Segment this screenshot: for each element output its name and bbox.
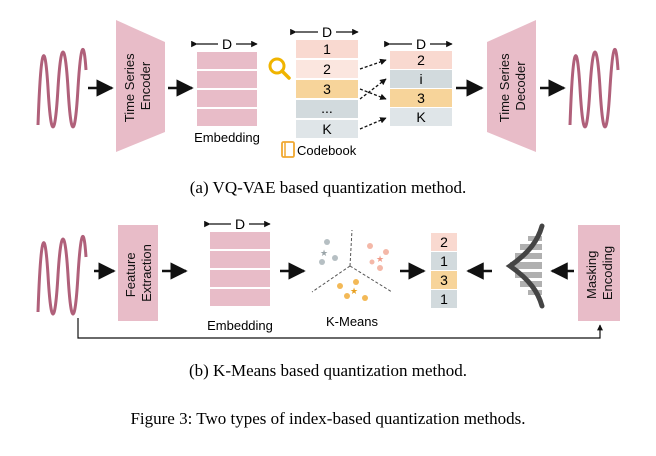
panel-a: Time Series Encoder D Embedding D — [36, 20, 620, 197]
quantized-row: K — [416, 109, 426, 125]
index-table: 2 1 3 1 — [431, 233, 457, 308]
input-waveform — [36, 235, 88, 316]
codebook-lookup-arrows — [359, 58, 387, 130]
codebook-icon — [281, 141, 295, 158]
feedback-arrow — [77, 318, 603, 339]
embedding-dimension-marker: D — [191, 36, 258, 52]
quantized-row: 3 — [417, 90, 425, 106]
decoder-label: Time Series Decoder — [497, 50, 528, 123]
masking-encoding-block — [578, 225, 620, 321]
svg-text:D: D — [235, 216, 245, 232]
quantized-row: i — [419, 71, 422, 87]
masking-encoding-label: Masking Encoding — [584, 246, 615, 300]
svg-text:D: D — [416, 36, 426, 52]
output-waveform — [568, 48, 620, 129]
svg-text:★: ★ — [350, 286, 358, 296]
kmeans-label: K-Means — [326, 314, 379, 329]
codebook-row: 3 — [323, 81, 331, 97]
svg-text:D: D — [222, 36, 232, 52]
embedding-label: Embedding — [207, 318, 273, 333]
gaussian-bins-icon — [505, 223, 545, 309]
index-row: 1 — [440, 253, 448, 269]
panel-b: Feature Extraction D Embedding — [36, 216, 620, 380]
embedding-block — [210, 232, 270, 306]
feature-extraction-label: Feature Extraction — [123, 244, 154, 302]
kmeans-clusters: ★ ★ ★ — [311, 229, 393, 301]
caption-a: (a) VQ-VAE based quantization method. — [190, 178, 467, 197]
embedding-label: Embedding — [194, 130, 260, 145]
quantized-row: 2 — [417, 52, 425, 68]
index-row: 1 — [440, 291, 448, 307]
codebook-dimension-marker: D — [290, 24, 359, 40]
codebook-label: Codebook — [297, 143, 357, 158]
quantized-dimension-marker: D — [384, 36, 453, 52]
caption-b: (b) K-Means based quantization method. — [189, 361, 467, 380]
svg-text:D: D — [322, 24, 332, 40]
codebook-row: K — [322, 121, 332, 137]
index-row: 2 — [440, 234, 448, 250]
codebook-row: 2 — [323, 61, 331, 77]
codebook-table: 1 2 3 ... K — [296, 40, 358, 138]
time-series-encoder — [116, 20, 165, 152]
embedding-dimension-marker: D — [204, 216, 271, 232]
svg-text:★: ★ — [376, 254, 384, 264]
quantized-table: 2 i 3 K — [390, 51, 452, 126]
codebook-row: ... — [321, 100, 333, 116]
input-waveform — [36, 48, 88, 129]
encoder-label: Time Series Encoder — [122, 50, 153, 123]
magnifier-icon — [268, 57, 291, 80]
codebook-row: 1 — [323, 41, 331, 57]
svg-text:★: ★ — [320, 248, 328, 258]
figure-caption: Figure 3: Two types of index-based quant… — [130, 409, 525, 428]
time-series-decoder — [487, 20, 536, 152]
embedding-block — [197, 52, 257, 126]
index-row: 3 — [440, 272, 448, 288]
feature-extraction-block — [118, 225, 158, 321]
